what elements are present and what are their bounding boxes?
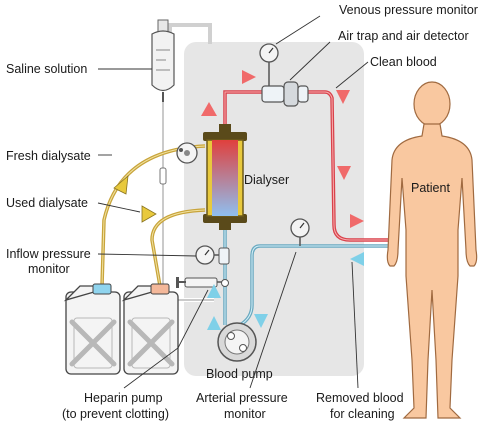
used-dialysate-arrow xyxy=(141,205,157,223)
removed-blood-label-line1: Removed blood xyxy=(316,391,404,405)
patient-figure xyxy=(386,81,478,419)
removed-blood-arrow-down xyxy=(254,314,268,328)
venous-pressure-monitor-label: Venous pressure monitor xyxy=(339,3,478,17)
fresh-dialysate-label: Fresh dialysate xyxy=(6,149,91,163)
heparin-pump-label-line1: Heparin pump xyxy=(84,391,163,405)
venous-pressure-gauge-icon xyxy=(259,43,279,63)
air-trap-icon xyxy=(261,60,309,107)
fresh-dialysate-arrow xyxy=(113,175,129,195)
leader-lines xyxy=(97,15,369,389)
fresh-dialysate-container xyxy=(63,283,121,375)
inflow-pressure-label-line1: Inflow pressure xyxy=(6,247,91,261)
arterial-pressure-label-line2: monitor xyxy=(224,407,266,421)
blood-pump-label: Blood pump xyxy=(206,367,273,381)
air-trap-label: Air trap and air detector xyxy=(338,29,469,43)
clean-blood-arrow-down-2 xyxy=(337,166,351,180)
dialyser xyxy=(203,124,247,230)
dialyser-label: Dialyser xyxy=(244,173,289,187)
removed-blood-label-line2: for cleaning xyxy=(330,407,395,421)
heparin-pump-label-line2: (to prevent clotting) xyxy=(62,407,169,421)
inflow-blood-arrow-up-1 xyxy=(207,284,221,298)
arterial-pressure-label-line1: Arterial pressure xyxy=(196,391,288,405)
inflow-pressure-gauge-icon xyxy=(195,245,230,265)
clean-blood-arrow-up xyxy=(201,102,217,116)
saline-bag xyxy=(151,19,175,102)
clean-blood-arrow-right-2 xyxy=(350,214,364,228)
heparin-syringe-icon xyxy=(176,277,229,288)
removed-blood-arrow-left xyxy=(350,252,364,266)
used-dialysate-container xyxy=(121,283,179,375)
used-dialysate-label: Used dialysate xyxy=(6,196,88,210)
inflow-pressure-label-line2: monitor xyxy=(28,262,70,276)
inflow-blood-arrow-up-2 xyxy=(207,316,221,330)
clean-blood-arrow-right xyxy=(242,70,256,84)
saline-drip-chamber xyxy=(159,167,167,185)
saline-solution-label: Saline solution xyxy=(6,62,87,76)
arterial-pressure-gauge-icon xyxy=(290,218,310,246)
clean-blood-label: Clean blood xyxy=(370,55,437,69)
patient-label: Patient xyxy=(411,181,450,195)
dialysate-gauge-icon xyxy=(176,142,198,164)
blood-pump-icon xyxy=(217,322,257,362)
clean-blood-arrow-down-1 xyxy=(336,90,350,104)
